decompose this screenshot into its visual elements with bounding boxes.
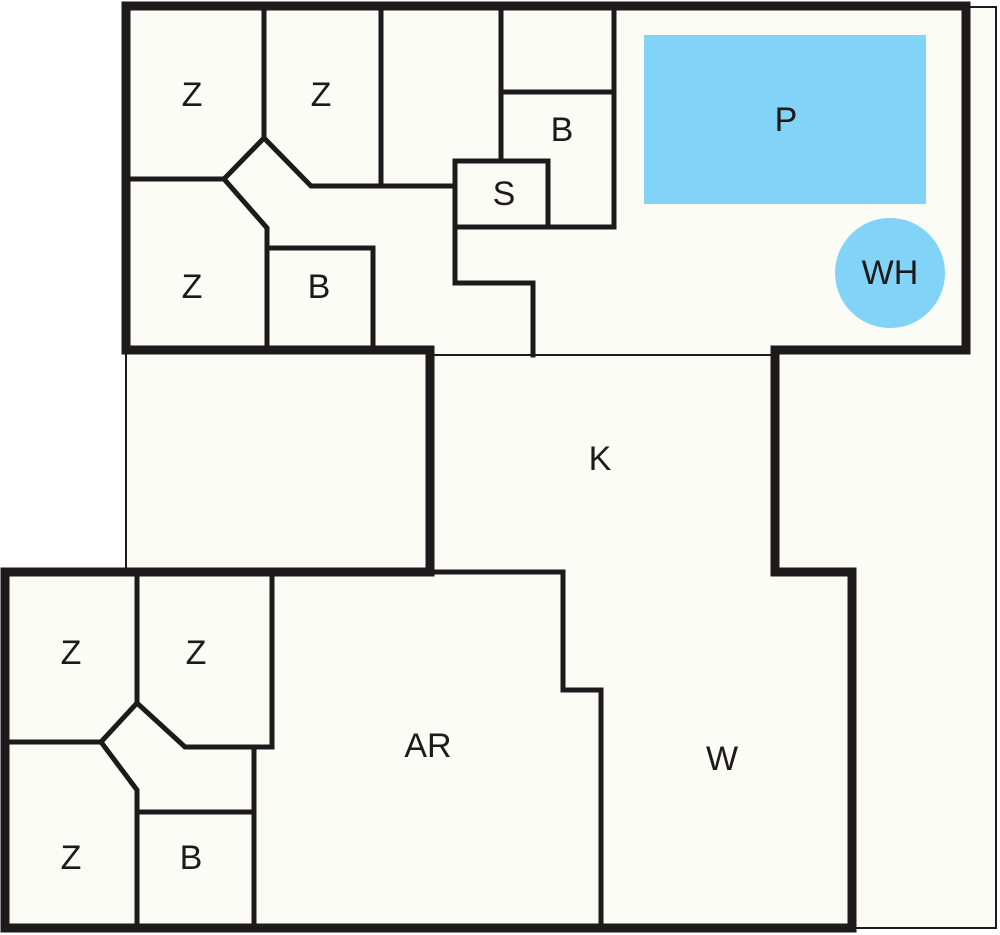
room-label-ar: AR bbox=[404, 727, 451, 765]
room-label-z: Z bbox=[61, 839, 82, 877]
pool bbox=[644, 35, 926, 204]
room-label-b: B bbox=[551, 111, 574, 149]
pool-label: P bbox=[775, 101, 798, 139]
lower-interior-walls bbox=[5, 569, 604, 931]
whirlpool bbox=[835, 218, 945, 328]
exterior-walls bbox=[0, 1, 971, 933]
room-labels: Z Z Z B B S P WH K Z Z Z B AR W bbox=[61, 76, 919, 877]
room-label-k: K bbox=[589, 440, 612, 478]
outer-boundary bbox=[125, 6, 997, 929]
room-label-b: B bbox=[308, 268, 331, 306]
whirlpool-label: WH bbox=[862, 254, 919, 292]
upper-interior-walls bbox=[123, 3, 617, 358]
room-label-z: Z bbox=[311, 76, 332, 114]
room-label-z: Z bbox=[186, 634, 207, 672]
room-label-s: S bbox=[493, 175, 516, 213]
room-label-b: B bbox=[180, 839, 203, 877]
room-label-z: Z bbox=[61, 634, 82, 672]
room-label-z: Z bbox=[182, 76, 203, 114]
room-label-z: Z bbox=[182, 268, 203, 306]
room-label-w: W bbox=[706, 740, 738, 778]
